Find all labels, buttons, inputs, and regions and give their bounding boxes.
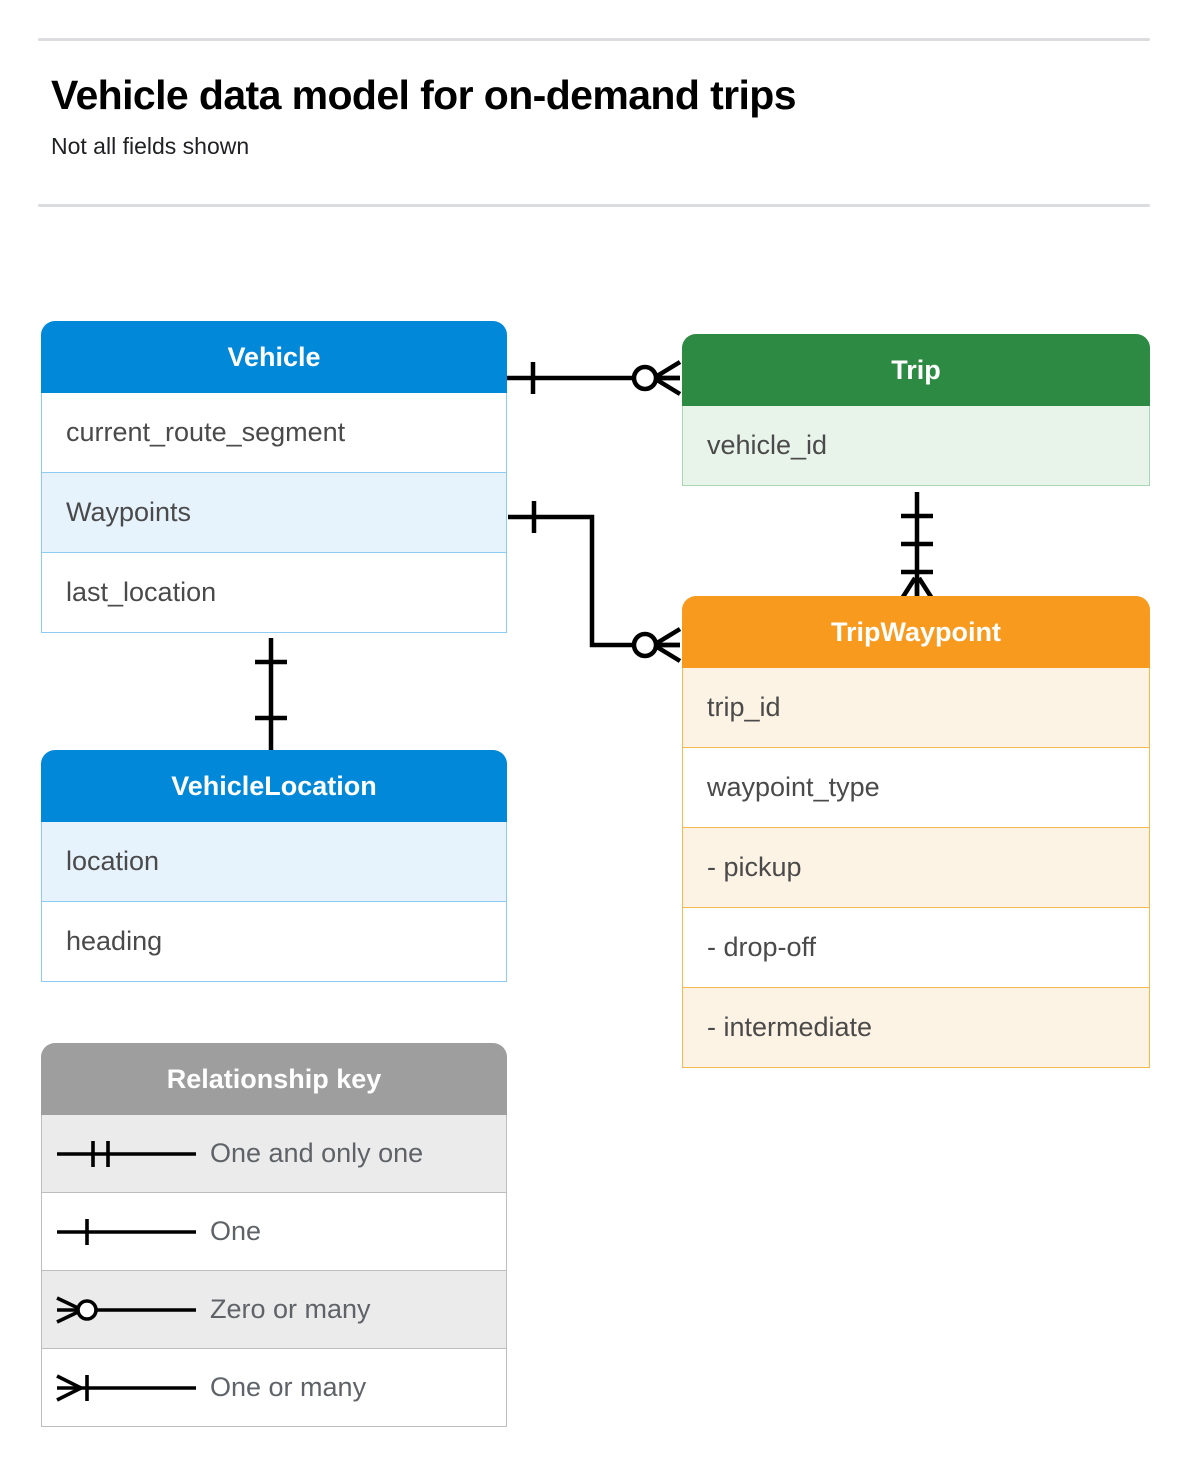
legend-item-zero-or-many: Zero or many — [41, 1271, 507, 1349]
zero-or-many-icon — [42, 1290, 210, 1330]
entity-vehiclelocation[interactable]: VehicleLocation location heading — [41, 750, 507, 982]
field-last-location[interactable]: last_location — [41, 553, 507, 633]
field-vehicle-id[interactable]: vehicle_id — [682, 406, 1150, 486]
relationship-key-legend[interactable]: Relationship key One and only one One — [41, 1043, 507, 1427]
header-bottom-divider — [38, 204, 1150, 207]
entity-trip-title: Trip — [682, 334, 1150, 406]
field-heading[interactable]: heading — [41, 902, 507, 982]
entity-vehicle[interactable]: Vehicle current_route_segment Waypoints … — [41, 321, 507, 633]
header-top-divider — [38, 38, 1150, 41]
relationship-key-title: Relationship key — [41, 1043, 507, 1115]
one-or-many-icon — [42, 1368, 210, 1408]
legend-item-one-or-many: One or many — [41, 1349, 507, 1427]
field-waypoint-type[interactable]: waypoint_type — [682, 748, 1150, 828]
field-waypoint-type-pickup[interactable]: - pickup — [682, 828, 1150, 908]
field-current-route-segment[interactable]: current_route_segment — [41, 393, 507, 473]
entity-trip[interactable]: Trip vehicle_id — [682, 334, 1150, 486]
entity-tripwaypoint[interactable]: TripWaypoint trip_id waypoint_type - pic… — [682, 596, 1150, 1068]
one-icon — [42, 1212, 210, 1252]
connector-vehicle-vehiclelocation — [255, 638, 287, 750]
legend-label-zero-or-many: Zero or many — [210, 1294, 371, 1324]
page-subtitle: Not all fields shown — [51, 133, 250, 159]
field-waypoint-type-intermediate[interactable]: - intermediate — [682, 988, 1150, 1068]
page-title: Vehicle data model for on-demand trips — [51, 72, 797, 118]
field-location[interactable]: location — [41, 822, 507, 902]
connector-trip-tripwaypoint — [899, 492, 935, 602]
entity-tripwaypoint-title: TripWaypoint — [682, 596, 1150, 668]
legend-label-one: One — [210, 1216, 262, 1246]
legend-item-one-and-only-one: One and only one — [41, 1115, 507, 1193]
connector-waypoints-tripwaypoint — [508, 501, 682, 663]
legend-label-one-and-only-one: One and only one — [210, 1138, 424, 1168]
entity-vehicle-title: Vehicle — [41, 321, 507, 393]
entity-vehiclelocation-title: VehicleLocation — [41, 750, 507, 822]
field-trip-id[interactable]: trip_id — [682, 668, 1150, 748]
field-waypoints[interactable]: Waypoints — [41, 473, 507, 553]
legend-label-one-or-many: One or many — [210, 1372, 367, 1402]
legend-item-one: One — [41, 1193, 507, 1271]
connector-vehicle-trip — [505, 360, 682, 396]
field-waypoint-type-dropoff[interactable]: - drop-off — [682, 908, 1150, 988]
one-and-only-one-icon — [42, 1134, 210, 1174]
